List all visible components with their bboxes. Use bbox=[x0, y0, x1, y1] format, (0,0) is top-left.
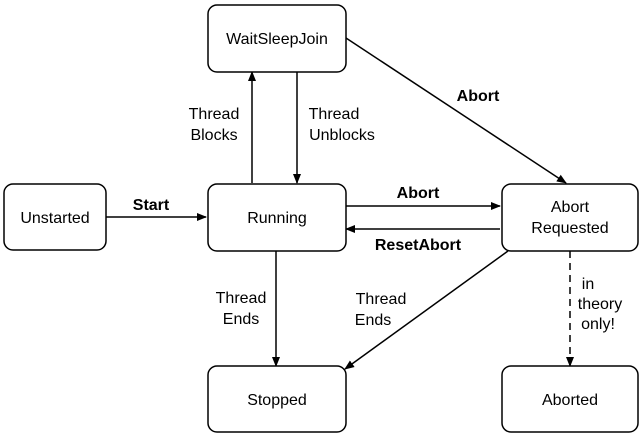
label-in-theory-line3: only! bbox=[581, 316, 615, 333]
state-unstarted: Unstarted bbox=[3, 183, 107, 251]
label-thread-ends-abort-line1: Thread bbox=[356, 291, 407, 308]
label-thread-ends-running-line2: Ends bbox=[223, 311, 259, 328]
state-abort-requested-label-line1: Abort bbox=[551, 199, 590, 216]
label-in-theory-line2: theory bbox=[578, 296, 622, 313]
state-aborted-label: Aborted bbox=[542, 392, 598, 409]
state-wait-sleep-join-label: WaitSleepJoin bbox=[226, 31, 328, 48]
state-abort-requested-label-line2: Requested bbox=[531, 220, 608, 237]
edge-thread-ends-abort bbox=[344, 250, 509, 370]
label-reset-abort: ResetAbort bbox=[375, 237, 462, 254]
state-stopped: Stopped bbox=[207, 365, 347, 433]
label-thread-ends-abort-line2: Ends bbox=[355, 312, 391, 329]
edge-abort-from-wait bbox=[345, 37, 567, 184]
state-wait-sleep-join: WaitSleepJoin bbox=[207, 4, 347, 73]
state-unstarted-label: Unstarted bbox=[20, 210, 89, 227]
label-thread-unblocks-line1: Thread bbox=[309, 106, 360, 123]
state-running: Running bbox=[207, 183, 347, 252]
label-thread-blocks-line2: Blocks bbox=[190, 127, 237, 144]
label-thread-blocks-line1: Thread bbox=[189, 106, 240, 123]
state-stopped-label: Stopped bbox=[247, 392, 307, 409]
label-thread-unblocks-line2: Unblocks bbox=[309, 127, 375, 144]
label-abort-wait: Abort bbox=[457, 88, 500, 105]
label-in-theory-line1: in bbox=[582, 276, 594, 293]
state-abort-requested: Abort Requested bbox=[501, 183, 639, 252]
state-running-label: Running bbox=[247, 210, 307, 227]
label-start: Start bbox=[133, 197, 170, 214]
state-aborted: Aborted bbox=[501, 365, 639, 433]
label-abort-running: Abort bbox=[397, 185, 440, 202]
label-thread-ends-running-line1: Thread bbox=[216, 290, 267, 307]
